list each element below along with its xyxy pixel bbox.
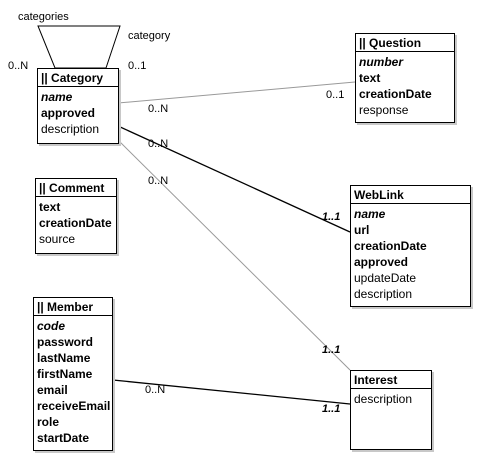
attribute: updateDate — [354, 271, 417, 285]
self-role-category: category — [128, 30, 171, 42]
attribute: approved — [41, 106, 96, 120]
class-weblink-title: WebLink — [351, 186, 470, 204]
attribute: lastName — [37, 351, 91, 365]
class-category-attributes: name approved description — [38, 87, 118, 139]
class-interest-attributes: description — [351, 389, 431, 409]
class-question-title: || Question — [356, 34, 454, 52]
self-association-trapezoid — [37, 25, 121, 69]
attribute: description — [354, 392, 413, 406]
class-member[interactable]: || Member code password lastName firstNa… — [33, 297, 113, 451]
class-question[interactable]: || Question number text creationDate res… — [355, 33, 455, 123]
class-category[interactable]: || Category name approved description — [37, 68, 119, 144]
class-interest[interactable]: Interest description — [350, 370, 432, 450]
mult-category-question-to: 0..1 — [326, 89, 345, 101]
attribute: password — [37, 335, 94, 349]
attribute: description — [354, 287, 413, 301]
line-category-question — [117, 81, 356, 104]
self-mult-parent: 0..N — [8, 60, 29, 72]
self-mult-child: 0..1 — [128, 60, 147, 72]
attribute: response — [359, 103, 409, 117]
attribute: firstName — [37, 367, 93, 381]
mult-category-interest-from: 0..N — [148, 175, 169, 187]
class-interest-title: Interest — [351, 371, 431, 389]
line-category-weblink — [117, 125, 351, 233]
class-comment-title: || Comment — [36, 179, 116, 197]
attribute: code — [37, 319, 66, 333]
class-weblink[interactable]: WebLink name url creationDate approved u… — [350, 185, 471, 307]
class-member-title: || Member — [34, 298, 112, 316]
attribute: description — [41, 122, 100, 136]
attribute: number — [359, 55, 404, 69]
attribute: text — [359, 71, 381, 85]
class-question-attributes: number text creationDate response — [356, 52, 454, 120]
mult-category-question-from: 0..N — [148, 103, 169, 115]
attribute: text — [39, 200, 61, 214]
self-role-categories: categories — [18, 11, 69, 23]
mult-member-interest-from: 0..N — [145, 384, 166, 396]
attribute: creationDate — [359, 87, 432, 101]
class-comment-attributes: text creationDate source — [36, 197, 116, 249]
attribute: creationDate — [354, 239, 427, 253]
class-comment[interactable]: || Comment text creationDate source — [35, 178, 117, 254]
class-member-attributes: code password lastName firstName email r… — [34, 316, 112, 448]
line-member-interest — [112, 379, 351, 405]
class-weblink-attributes: name url creationDate approved updateDat… — [351, 204, 470, 304]
mult-category-weblink-to: 1..1 — [322, 211, 341, 223]
attribute: receiveEmail — [37, 399, 111, 413]
attribute: url — [354, 223, 370, 237]
attribute: startDate — [37, 431, 90, 445]
mult-category-weblink-from: 0..N — [148, 138, 169, 150]
mult-category-interest-to: 1..1 — [322, 344, 341, 356]
attribute: role — [37, 415, 60, 429]
attribute: email — [37, 383, 68, 397]
attribute: approved — [354, 255, 409, 269]
attribute: creationDate — [39, 216, 112, 230]
attribute: name — [41, 90, 73, 104]
mult-member-interest-to: 1..1 — [322, 403, 341, 415]
line-category-interest — [117, 139, 351, 371]
attribute: source — [39, 232, 76, 246]
class-category-title: || Category — [38, 69, 118, 87]
attribute: name — [354, 207, 386, 221]
